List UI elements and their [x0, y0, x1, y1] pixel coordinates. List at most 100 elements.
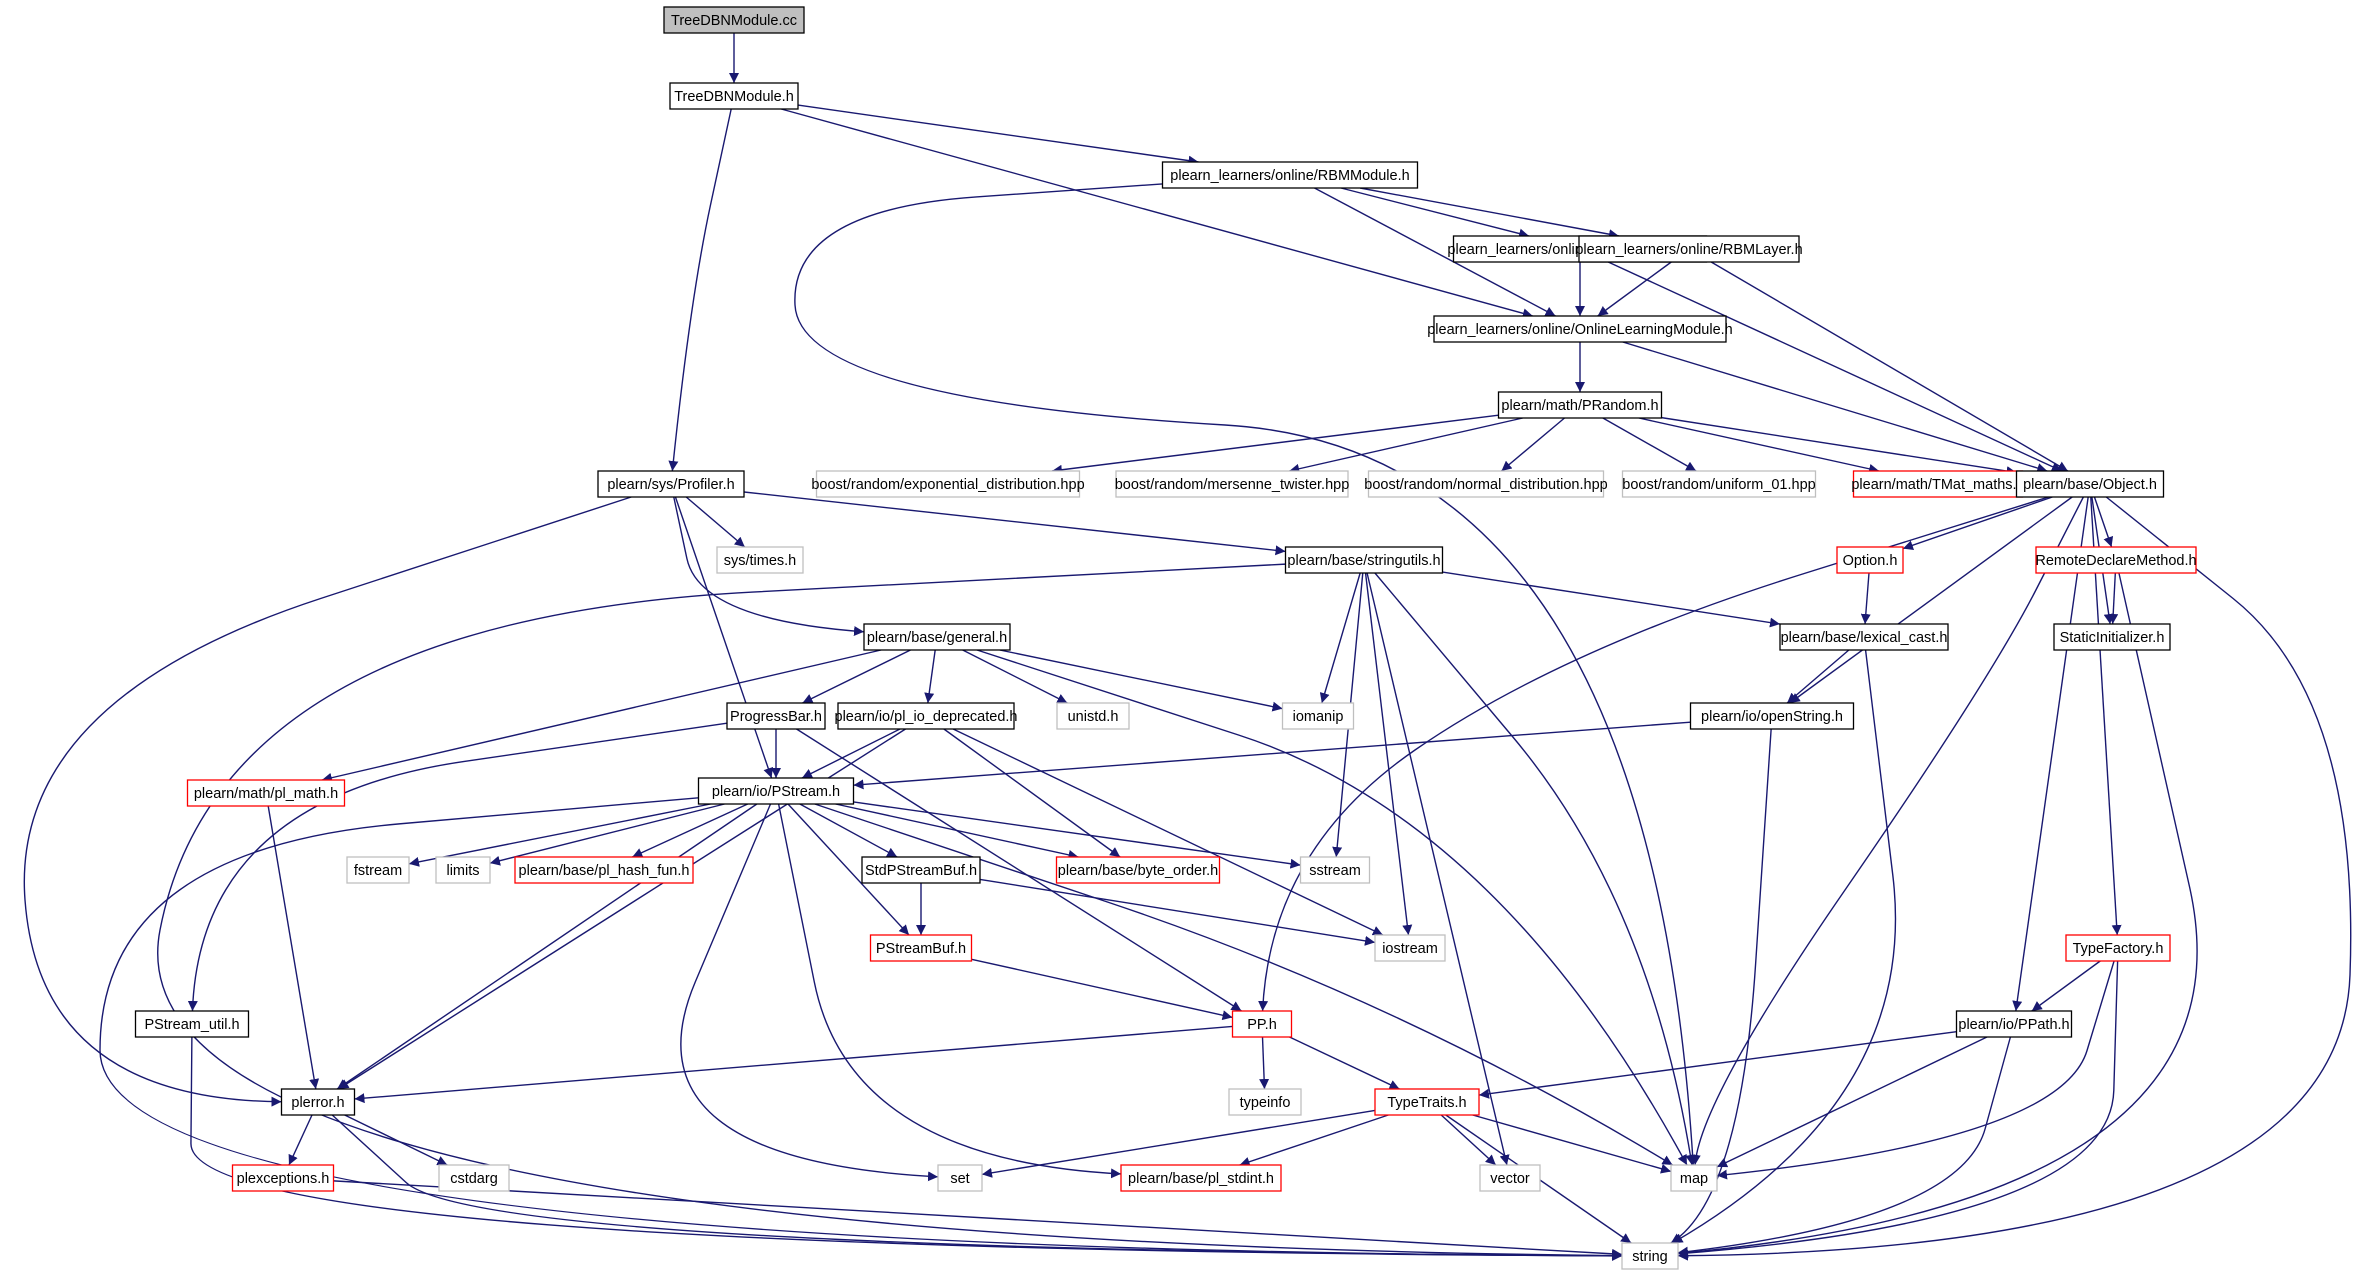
- node-n46[interactable]: plearn/base/pl_stdint.h: [1120, 1164, 1282, 1192]
- node-n1[interactable]: TreeDBNModule.h: [669, 82, 799, 110]
- node-n39[interactable]: plearn/io/PPath.h: [1955, 1010, 2073, 1038]
- edge-n17-n49: [1677, 572, 2198, 1258]
- node-label: TypeTraits.h: [1387, 1095, 1466, 1111]
- node-n43[interactable]: plexceptions.h: [231, 1164, 335, 1192]
- node-n13[interactable]: plearn/sys/Profiler.h: [597, 470, 745, 498]
- edge-n4-n5: [1597, 261, 1672, 317]
- node-box: [697, 777, 855, 805]
- node-label: PStreamBuf.h: [876, 941, 966, 957]
- node-n15[interactable]: plearn/base/stringutils.h: [1284, 546, 1444, 574]
- node-label: iomanip: [1293, 709, 1344, 725]
- node-n26[interactable]: plearn/math/pl_math.h: [186, 779, 346, 807]
- node-label: Option.h: [1843, 553, 1898, 569]
- node-box: [1670, 1164, 1718, 1192]
- node-box: [1779, 623, 1949, 651]
- node-box: [1836, 546, 1904, 574]
- node-label: plearn/base/pl_hash_fun.h: [519, 863, 690, 879]
- node-n27[interactable]: plearn/io/PStream.h: [697, 777, 855, 805]
- node-n33: sstream: [1299, 856, 1371, 884]
- node-box: [1374, 934, 1446, 962]
- node-box: [1299, 856, 1371, 884]
- edge-n4-n12: [1710, 261, 2069, 472]
- node-label: plearn/math/pl_math.h: [194, 786, 338, 802]
- node-box: [815, 470, 1081, 498]
- edge-n15-n34: [1364, 572, 1413, 936]
- edge-n36-n48: [1716, 960, 2115, 1180]
- node-n9: boost/random/normal_distribution.hpp: [1364, 470, 1608, 498]
- node-n23: unistd.h: [1056, 702, 1130, 730]
- edge-n40-n44: [344, 1114, 448, 1166]
- node-n36[interactable]: TypeFactory.h: [2065, 934, 2171, 962]
- edge-n39-n48: [1716, 1036, 1988, 1168]
- node-n16[interactable]: Option.h: [1836, 546, 1904, 574]
- node-n25[interactable]: plearn/io/openString.h: [1689, 702, 1855, 730]
- edge-n27-n45: [680, 803, 939, 1182]
- node-n38[interactable]: PP.h: [1231, 1010, 1293, 1038]
- node-box: [1497, 391, 1663, 419]
- node-n2[interactable]: plearn_learners/online/RBMModule.h: [1161, 161, 1419, 189]
- node-n0[interactable]: TreeDBNModule.cc: [663, 6, 805, 34]
- edge-n12-n25: [1789, 496, 2073, 704]
- node-box: [837, 702, 1015, 730]
- node-n7: boost/random/exponential_distribution.hp…: [811, 470, 1085, 498]
- node-n6[interactable]: plearn/math/PRandom.h: [1497, 391, 1663, 419]
- edge-n27-n31: [799, 803, 898, 858]
- node-label: ProgressBar.h: [730, 709, 822, 725]
- node-box: [2015, 470, 2165, 498]
- node-label: plexceptions.h: [237, 1171, 330, 1187]
- node-label: plearn/base/stringutils.h: [1287, 553, 1440, 569]
- edge-n6-n7: [1051, 414, 1499, 475]
- node-box: [1115, 470, 1349, 498]
- node-n35[interactable]: PStreamBuf.h: [869, 934, 973, 962]
- node-n37[interactable]: PStream_util.h: [134, 1010, 250, 1038]
- node-box: [726, 702, 826, 730]
- edge-n39-n49: [1677, 1036, 2012, 1257]
- node-n40[interactable]: plerror.h: [280, 1088, 356, 1116]
- node-n10: boost/random/uniform_01.hpp: [1621, 470, 1817, 498]
- node-n4[interactable]: plearn_learners/online/RBMLayer.h: [1575, 235, 1803, 263]
- edge-n27-n28: [408, 803, 711, 867]
- edge-n12-n39: [2012, 496, 2089, 1012]
- node-n17[interactable]: RemoteDeclareMethod.h: [2035, 546, 2197, 574]
- node-box: [1433, 315, 1727, 343]
- edge-n25-n27: [853, 721, 1691, 790]
- node-n20[interactable]: plearn/base/lexical_cast.h: [1779, 623, 1949, 651]
- edge-n40-n49: [331, 1114, 1623, 1261]
- node-n42[interactable]: TypeTraits.h: [1374, 1088, 1480, 1116]
- node-label: RemoteDeclareMethod.h: [2035, 553, 2196, 569]
- node-n19[interactable]: plearn/base/general.h: [863, 623, 1011, 651]
- node-label: StaticInitializer.h: [2060, 630, 2165, 646]
- node-n18[interactable]: StaticInitializer.h: [2053, 623, 2171, 651]
- node-n32[interactable]: plearn/base/byte_order.h: [1055, 856, 1221, 884]
- node-n11[interactable]: plearn/math/TMat_maths.h: [1851, 470, 2025, 498]
- node-n45: set: [937, 1164, 983, 1192]
- node-label: vector: [1490, 1171, 1530, 1187]
- node-label: boost/random/normal_distribution.hpp: [1364, 477, 1607, 493]
- edge-n6-n12: [1661, 416, 2017, 477]
- edge-n27-n29: [489, 803, 725, 866]
- edge-n12-n16: [1902, 496, 2053, 551]
- node-box: [2035, 546, 2197, 574]
- edge-n2-n48: [794, 183, 1698, 1166]
- node-box: [280, 1088, 356, 1116]
- edge-n21-n37: [187, 722, 728, 1012]
- node-label: unistd.h: [1068, 709, 1119, 725]
- node-box: [438, 1164, 510, 1192]
- edge-n17-n18: [2108, 572, 2119, 625]
- edge-n12-n48: [1690, 496, 2084, 1166]
- node-box: [669, 82, 799, 110]
- node-n31[interactable]: StdPStreamBuf.h: [861, 856, 981, 884]
- node-n21[interactable]: ProgressBar.h: [726, 702, 826, 730]
- node-box: [186, 779, 346, 807]
- node-n22[interactable]: plearn/io/pl_io_deprecated.h: [835, 702, 1018, 730]
- node-n30[interactable]: plearn/base/pl_hash_fun.h: [514, 856, 694, 884]
- node-label: plearn/io/PStream.h: [712, 784, 840, 800]
- node-label: TreeDBNModule.h: [674, 89, 794, 105]
- edge-n38-n41: [1259, 1036, 1270, 1090]
- node-label: PStream_util.h: [144, 1017, 239, 1033]
- node-n5[interactable]: plearn_learners/online/OnlineLearningMod…: [1427, 315, 1733, 343]
- node-n12[interactable]: plearn/base/Object.h: [2015, 470, 2165, 498]
- edge-n15-n48: [1374, 572, 1696, 1166]
